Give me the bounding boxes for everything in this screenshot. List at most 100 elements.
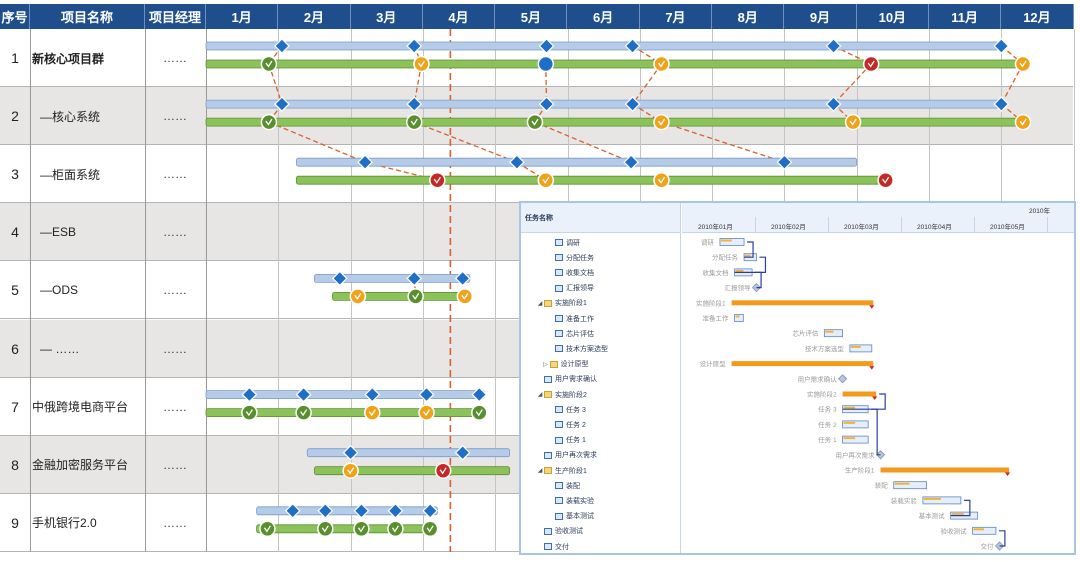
task-icon xyxy=(555,315,563,322)
check-icon xyxy=(426,525,434,533)
milestone-diamond xyxy=(353,502,370,519)
task-icon xyxy=(555,482,563,490)
header-month-3: 3月 xyxy=(351,4,423,29)
column-divider xyxy=(206,29,207,552)
task-label: 装载实验 xyxy=(566,497,594,505)
table-row[interactable] xyxy=(0,145,1073,204)
task-label: 汇报领导 xyxy=(566,285,594,293)
task-tree-item[interactable]: ▷ 设计原型 xyxy=(521,357,589,372)
mini-task-progress xyxy=(720,239,732,242)
task-icon xyxy=(555,330,563,338)
task-tree-item[interactable]: 分配任务 xyxy=(521,250,594,265)
task-icon xyxy=(544,451,552,459)
task-label: 生产阶段1 xyxy=(555,467,587,475)
row-number: 5 xyxy=(11,282,19,299)
milestone-diamond xyxy=(422,502,438,519)
task-icon xyxy=(555,512,563,520)
task-tree-item[interactable]: 调研 xyxy=(521,235,580,250)
status-done-icon xyxy=(295,404,312,421)
check-icon xyxy=(300,409,308,417)
expand-toggle-icon[interactable]: ▷ xyxy=(543,361,548,368)
expand-toggle-icon[interactable]: ◢ xyxy=(537,300,543,307)
task-tree-item[interactable]: 装配 xyxy=(521,478,580,493)
milestone-diamond xyxy=(454,444,471,461)
task-tree-item[interactable]: ◢实施阶段2 xyxy=(521,387,587,402)
header-month-12: 12月 xyxy=(1001,4,1074,29)
task-tree-item[interactable]: 装载实验 xyxy=(521,493,594,508)
header-month-4: 4月 xyxy=(423,4,496,29)
status-progress-icon xyxy=(349,288,367,305)
task-tree-item[interactable]: 收集文档 xyxy=(521,265,594,280)
timescale-year: 2010年 xyxy=(1029,208,1050,215)
status-progress-icon xyxy=(342,462,359,479)
task-icon xyxy=(544,543,552,550)
task-tree-item[interactable]: 准备工作 xyxy=(521,311,594,326)
task-tree-item[interactable]: 验收测试 xyxy=(521,524,583,539)
mini-bar-label: 装配 xyxy=(875,481,889,490)
expand-toggle-icon[interactable]: ◢ xyxy=(537,392,543,398)
check-icon xyxy=(461,293,469,301)
task-tree-item[interactable]: 汇报领导 xyxy=(521,281,594,296)
task-label: 用户再次需求 xyxy=(555,452,597,460)
task-tree-item[interactable]: 任务 2 xyxy=(521,417,586,432)
mini-gantt-chart: 调研分配任务收集文档汇报领导实施阶段1准备工作芯片评估技术方案选型设计原型用户需… xyxy=(696,238,1011,551)
timescale-month: 2010年03月 xyxy=(844,224,879,231)
row-number: 2 xyxy=(11,108,19,125)
milestone-diamond xyxy=(406,270,423,287)
table-row[interactable] xyxy=(0,29,1073,88)
task-tree-item[interactable]: 技术方案选型 xyxy=(521,341,608,356)
milestone-diamond xyxy=(825,38,842,54)
status-done-icon xyxy=(407,288,424,305)
check-icon xyxy=(422,409,431,417)
status-late-icon xyxy=(429,171,446,189)
task-tree-item[interactable]: ◢ 实施阶段1 xyxy=(521,296,587,311)
task-tree-item[interactable]: 用户再次需求 xyxy=(521,448,597,463)
task-label: 设计原型 xyxy=(560,361,589,369)
task-tree-item[interactable]: ◢ 生产阶段1 xyxy=(521,463,587,478)
plan-bar xyxy=(205,41,1002,51)
header-project-name: 项目名称 xyxy=(30,4,145,29)
row-number: 6 xyxy=(11,340,19,357)
header-month-9: 9月 xyxy=(784,4,857,29)
mini-bar-label: 装载实验 xyxy=(891,496,918,505)
task-tree-item[interactable]: 任务 3 xyxy=(521,402,586,417)
mini-bar-label: 任务 3 xyxy=(818,405,837,414)
mini-bar-label: 分配任务 xyxy=(712,253,739,262)
task-label: 验收测试 xyxy=(555,528,583,536)
mini-bar-label: 生产阶段1 xyxy=(845,466,875,475)
row-link xyxy=(268,121,366,163)
task-icon xyxy=(555,239,563,246)
expand-toggle-icon[interactable]: ◢ xyxy=(537,468,543,474)
mini-task-bar xyxy=(842,420,869,429)
check-icon xyxy=(263,525,272,533)
mini-summary-end xyxy=(869,366,875,370)
milestone-diamond xyxy=(317,502,334,519)
mini-bar-label: 交付 xyxy=(981,542,995,551)
task-icon xyxy=(555,497,563,505)
mini-summary-end xyxy=(1005,472,1011,476)
check-icon xyxy=(657,176,666,184)
task-tree-item[interactable]: 基本测试 xyxy=(521,509,594,524)
task-label: 实施阶段1 xyxy=(555,300,587,308)
timescale-year-row: 2010年 xyxy=(682,203,1074,217)
milestone-diamond xyxy=(406,38,423,54)
task-tree-item[interactable]: 芯片评估 xyxy=(521,326,594,341)
timescale-month: 2010年01月 xyxy=(698,224,733,231)
task-tree-item[interactable]: 任务 1 xyxy=(521,433,586,448)
check-icon xyxy=(368,409,376,417)
timescale-month: 2010年04月 xyxy=(917,224,952,231)
status-current-icon xyxy=(537,55,555,73)
status-progress-icon xyxy=(653,55,670,73)
status-progress-icon xyxy=(364,404,381,421)
mini-summary-bar xyxy=(731,361,874,367)
mini-bar-label: 汇报领导 xyxy=(724,283,751,292)
mini-task-bar xyxy=(849,344,873,353)
header-row xyxy=(0,4,1073,29)
task-tree-item[interactable]: 交付 xyxy=(521,539,569,553)
mini-task-progress xyxy=(843,421,856,424)
task-tree-item[interactable]: 用户需求确认 xyxy=(521,372,597,387)
row-link xyxy=(413,63,423,105)
mini-dependency-link xyxy=(744,241,754,258)
